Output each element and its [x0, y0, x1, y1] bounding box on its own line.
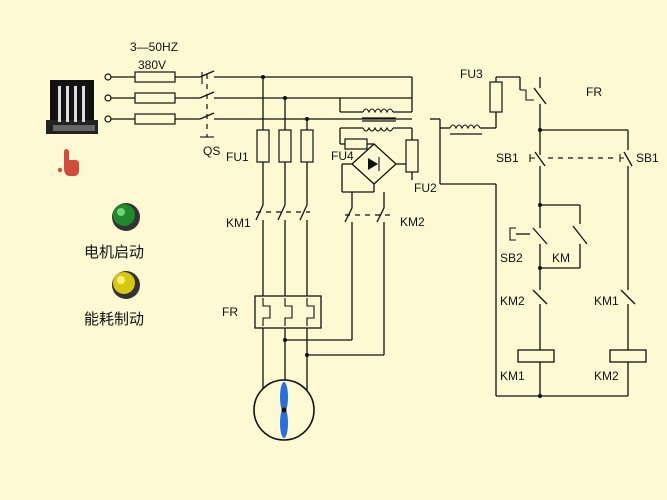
hand-pointer-icon[interactable] [57, 149, 79, 176]
fu1-label: FU1 [226, 150, 249, 164]
control-transformer [411, 77, 497, 184]
motor-icon[interactable] [253, 379, 315, 441]
sb1-right-label: SB1 [636, 151, 659, 165]
km2-main-contacts[interactable] [344, 207, 392, 223]
fr-main-label: FR [222, 305, 238, 319]
supply-voltage-label: 380V [138, 58, 166, 72]
km2-ctrl-label: KM2 [500, 294, 525, 308]
km2-coil[interactable] [609, 349, 647, 363]
km-hold-contact[interactable] [572, 225, 588, 268]
sb1-stop-button-left[interactable] [529, 150, 546, 205]
sb1-left-label: SB1 [496, 151, 519, 165]
sb2-label: SB2 [500, 251, 523, 265]
km1-ctrl-label: KM1 [594, 294, 619, 308]
fu2-fuse[interactable] [405, 139, 419, 180]
km2-main-label: KM2 [400, 215, 425, 229]
fr-control-contact[interactable] [519, 77, 547, 150]
fu4-fuse[interactable] [340, 138, 374, 150]
fu2-label: FU2 [414, 181, 437, 195]
main-circuit-wires [261, 75, 309, 130]
qs-switch[interactable] [199, 70, 412, 138]
start-lamp[interactable] [112, 203, 140, 231]
sb1-stop-button-right[interactable] [619, 151, 633, 290]
km-hold-label: KM [552, 251, 570, 265]
rectifier-bridge[interactable] [341, 143, 412, 193]
fr-thermal-relay[interactable] [254, 295, 322, 329]
km1-coil[interactable] [517, 349, 555, 363]
fr-control-label: FR [586, 85, 602, 99]
sb2-start-button[interactable] [509, 227, 548, 268]
power-source-icon[interactable] [46, 80, 98, 134]
brake-transformer [339, 98, 413, 144]
km2-coil-label: KM2 [594, 369, 619, 383]
km2-interlock-contact[interactable] [532, 268, 548, 350]
supply-frequency-label: 3—50HZ [130, 40, 178, 54]
brake-lamp-label: 能耗制动 [84, 310, 144, 328]
start-lamp-label: 电机启动 [84, 243, 144, 261]
brake-lamp[interactable] [112, 271, 140, 299]
km1-main-contacts[interactable] [255, 204, 310, 221]
fu3-fuse[interactable] [489, 76, 520, 113]
fu1-fuses[interactable] [256, 129, 314, 163]
supply-lines [104, 71, 203, 125]
fu3-label: FU3 [460, 67, 483, 81]
qs-label: QS [203, 144, 220, 158]
km1-interlock-contact[interactable] [620, 289, 636, 350]
km1-coil-label: KM1 [500, 369, 525, 383]
km1-main-label: KM1 [226, 216, 251, 230]
fu4-label: FU4 [331, 149, 354, 163]
